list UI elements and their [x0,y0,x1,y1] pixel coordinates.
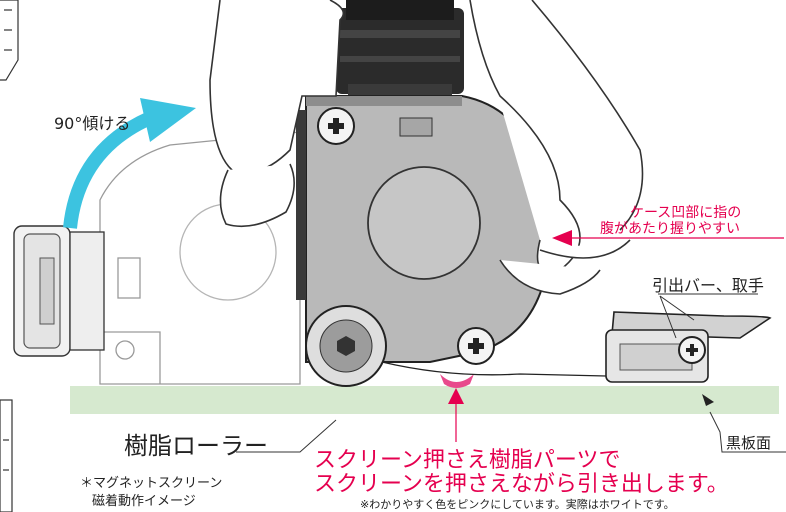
pink-note: ※わかりやすく色をピンクにしています。実際はホワイトです。 [360,498,675,511]
blackboard-pointer-arrow [702,394,714,406]
screen-press-part [440,374,474,388]
roller-label: 樹脂ローラー [124,432,268,460]
blackboard-label: 黒板面 [726,434,772,452]
main-caption-line1: スクリーン押さえ樹脂パーツで [314,448,621,473]
grip-callout-line1: ケース凹部に指の [630,205,742,221]
press-part-indicator [448,388,464,442]
main-housing [296,95,552,363]
screw-icon [457,327,495,365]
main-caption-line2: スクリーンを押さえながら引き出します。 [314,472,729,497]
grip-indicator [552,230,784,246]
hand-illustration [209,0,644,295]
side-cap [13,225,105,357]
left-edge-fragment [0,0,19,512]
tilt-label: 90°傾ける [54,114,131,133]
screw-icon [317,107,355,145]
top-handle-block [336,0,464,98]
note-line2: 磁着動作イメージ [92,494,196,509]
tilt-arrow [63,111,153,229]
leader-lines [236,293,786,453]
screen-sheet [381,361,607,377]
pull-bar-handle-icon [605,311,772,383]
blackboard-surface [70,386,779,414]
note-line1: ＊マグネットスクリーン [80,476,223,491]
pull-bar-label: 引出バー、取手 [652,276,764,295]
tilt-arrowhead [140,98,196,142]
roller-icon [305,305,387,387]
grip-callout-line2: 腹があたり握りやすい [600,221,740,237]
